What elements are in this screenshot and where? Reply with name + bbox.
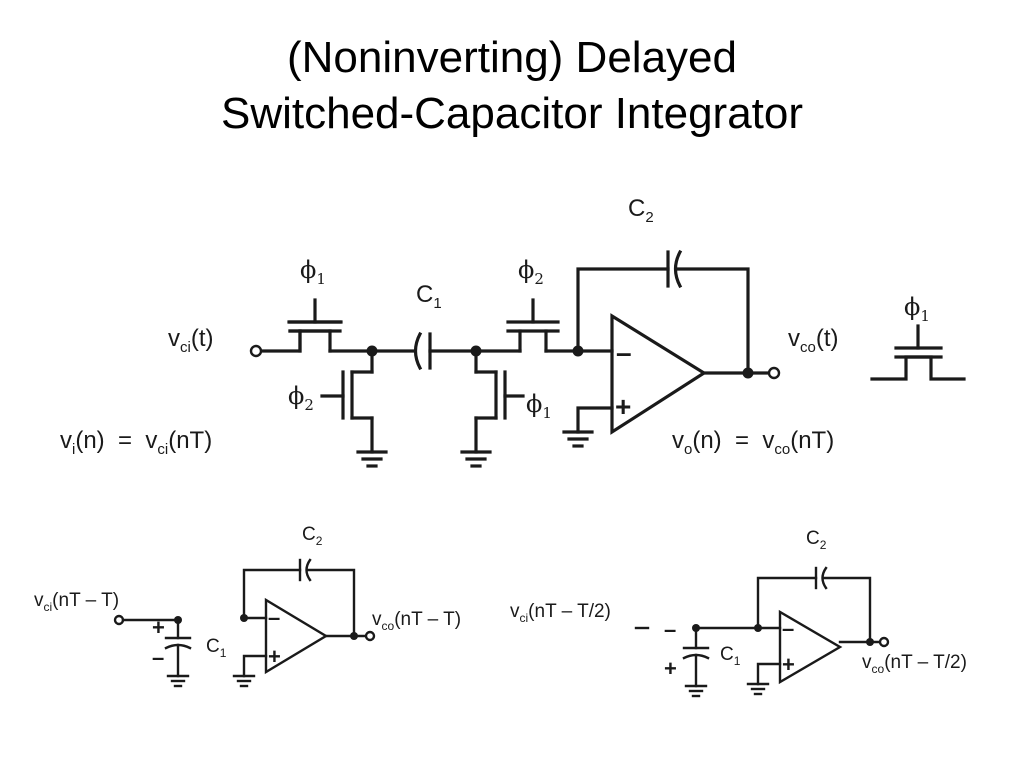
equation-output-sampling: vo(n) = vco(nT) [672,427,834,458]
title-line-1: (Noninverting) Delayed [287,33,737,82]
series-switch-phi2 [506,298,560,353]
output-terminal [767,366,781,380]
feedback-wire-left [576,267,670,353]
circuit-b-cap-plus: + [664,656,677,681]
circuit-a-c2-label: C2 [302,524,323,548]
slide-title: (Noninverting) Delayed Switched-Capacito… [0,30,1024,142]
circuit-b-opamp-plus: + [782,652,795,677]
circuit-b-cap-minus: – [664,617,676,642]
label-phi1-series: ϕ1 [300,256,326,288]
circuit-phase-a: vci(nT – T) vco(nT – T) C1 C2 + – – + [34,524,461,688]
input-wire [260,329,332,353]
feedback-wire-right [676,267,750,375]
input-terminal [249,344,263,358]
circuit-a-cap-minus: – [152,645,164,670]
circuit-a-opamp [264,597,329,675]
circuit-a-c1-label: C1 [206,636,227,660]
circuit-a-cap-plus: + [152,615,165,640]
label-c2: C2 [628,195,654,226]
circuit-b-output-terminal [878,636,890,648]
label-phi2-series: ϕ2 [518,256,544,288]
switch-symbol-legend: ϕ1 [870,293,966,381]
shunt-switch-phi1 [460,349,525,468]
opamp-plus-sign: + [615,391,631,422]
output-node-dot [742,367,754,379]
circuit-b-output-label: vco(nT – T/2) [862,652,967,676]
series-switch-phi1 [287,298,343,353]
circuit-b-input-label: vci(nT – T/2) [510,601,611,625]
label-phi2-shunt: ϕ2 [288,382,314,414]
title-line-2: Switched-Capacitor Integrator [220,89,804,138]
circuit-a-output-terminal [364,630,376,642]
label-c1: C1 [416,281,442,312]
label-phi1-shunt: ϕ1 [526,390,552,422]
c1-capacitor [413,331,432,371]
label-input: vci(t) [168,325,214,356]
main-circuit: ϕ1 ϕ2 ϕ2 ϕ1 C1 C2 vci(t) vco(t) – + vi(n… [60,195,839,468]
circuit-b-c1-label: C1 [720,644,741,668]
circuit-phase-b: vci(nT – T/2) vco(nT – T/2) C1 C2 – + – … [510,528,967,698]
c2-capacitor [666,249,683,289]
circuit-b-opamp [778,609,843,685]
noninverting-ground-wire [576,406,614,434]
equation-input-sampling: vi(n) = vci(nT) [60,427,212,458]
legend-phi1-label: ϕ1 [904,293,930,325]
circuit-a-input-label: vci(nT – T) [34,590,119,614]
circuit-a-opamp-minus: – [268,605,280,630]
opamp-minus-sign: – [616,337,632,368]
shunt-switch-phi2 [320,349,388,468]
circuit-a-opamp-plus: + [268,644,281,669]
circuit-b-opamp-minus: – [782,616,794,641]
main-opamp [610,313,708,435]
circuit-b-c2-label: C2 [806,528,827,552]
label-output: vco(t) [788,325,839,356]
circuit-a-output-label: vco(nT – T) [372,609,461,633]
